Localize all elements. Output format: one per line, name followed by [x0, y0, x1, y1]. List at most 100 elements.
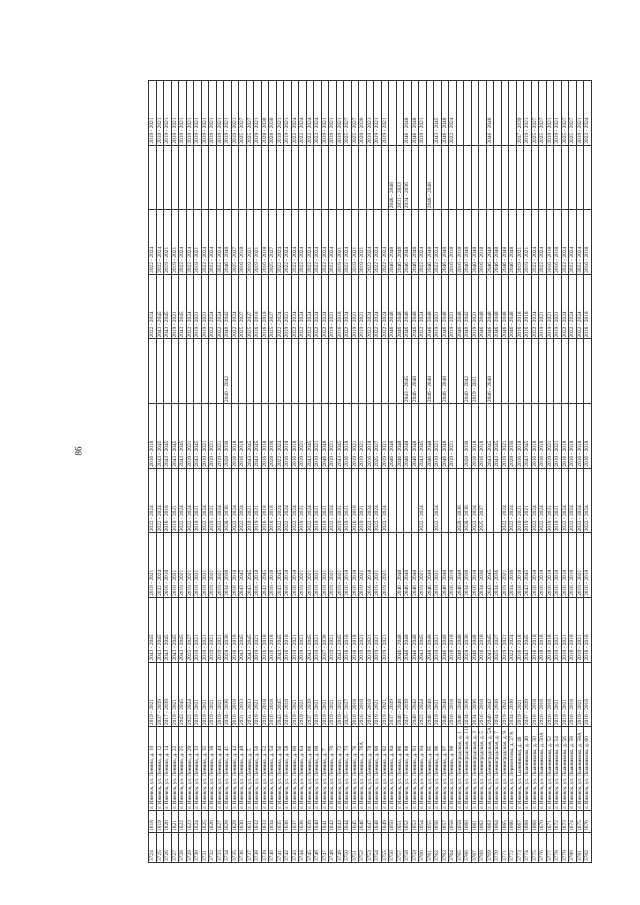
year-range-cell: 2019 - 2021	[381, 662, 389, 727]
row-number-cell: 1667	[516, 810, 524, 833]
year-range-cell: 2019 - 2021	[358, 403, 366, 469]
year-range-cell	[531, 145, 539, 210]
year-range-cell: 2022 - 2024	[501, 468, 509, 533]
year-range-cell: 2046 - 2048	[441, 209, 449, 275]
year-range-cell	[501, 338, 509, 404]
year-range-cell: 2043 - 2045	[171, 403, 179, 469]
year-range-cell: 2016 - 2018	[268, 597, 276, 663]
year-range-cell	[478, 338, 486, 404]
row-id-cell: 3761	[426, 832, 434, 863]
year-range-cell: 2019 - 2021	[193, 209, 201, 275]
year-range-cell: 2019 - 2021	[336, 209, 344, 275]
year-range-cell: 2043 - 2045	[238, 597, 246, 663]
year-range-cell: 2040 - 2042	[463, 274, 471, 339]
address-cell: г. Ижевск, ул. Лыжникова, д. 58А	[576, 726, 584, 811]
year-range-cell	[403, 468, 411, 533]
row-number-cell: 1636	[283, 810, 291, 833]
year-range-cell: 2016 - 2018	[448, 532, 456, 598]
year-range-cell	[373, 338, 381, 404]
address-cell: г. Ижевск, ул. Ленина, д. 10	[148, 726, 156, 811]
year-range-cell	[381, 145, 389, 210]
row-number-cell: 1659	[456, 810, 464, 833]
year-range-cell: 2022 - 2024	[366, 274, 374, 339]
row-id-cell: 3739	[261, 832, 269, 863]
year-range-cell: 2022 - 2024	[291, 274, 299, 339]
year-range-cell: 2028 - 2030	[223, 468, 231, 533]
address-cell: г. Ижевск, ул. Лыжникова, д. 56	[561, 726, 569, 811]
year-range-cell: 2046 - 2048	[426, 403, 434, 469]
year-range-cell: 2019 - 2021	[148, 80, 156, 146]
year-range-cell: 2046 - 2048	[426, 145, 434, 210]
year-range-cell: 2019 - 2021	[373, 597, 381, 663]
year-range-cell	[171, 145, 179, 210]
year-range-cell	[561, 338, 569, 404]
year-range-cell: 2019 - 2021	[216, 662, 224, 727]
row-number-cell: 1623	[186, 810, 194, 833]
row-number-cell: 1638	[298, 810, 306, 833]
year-range-cell: 2016 - 2018	[531, 532, 539, 598]
row-id-cell: 3726	[163, 832, 171, 863]
year-range-cell: 2019 - 2021	[193, 597, 201, 663]
year-range-cell: 2019 - 2021	[291, 662, 299, 727]
year-range-cell: 2016 - 2018	[531, 597, 539, 663]
year-range-cell: 2025 - 2027	[478, 468, 486, 533]
year-range-cell: 2016 - 2018	[336, 274, 344, 339]
year-range-cell: 2046 - 2048	[456, 274, 464, 339]
row-id-cell: 3744	[298, 832, 306, 863]
year-range-cell	[508, 338, 516, 404]
year-range-cell: 2019 - 2021	[576, 597, 584, 663]
year-range-cell: 2046 - 2048	[223, 209, 231, 275]
year-range-cell: 2016 - 2018	[351, 468, 359, 533]
year-range-cell: 2019 - 2021	[313, 597, 321, 663]
year-range-cell: 2019 - 2021	[231, 80, 239, 146]
year-range-cell: 2019 - 2021	[321, 662, 329, 727]
year-range-cell: 2019 - 2021	[448, 403, 456, 469]
row-number-cell: 1619	[156, 810, 164, 833]
year-range-cell: 2022 - 2024	[508, 597, 516, 663]
year-range-cell: 2034 - 2036	[508, 532, 516, 598]
year-range-cell: 2019 - 2021	[336, 662, 344, 727]
year-range-cell: 2046 - 2048	[441, 80, 449, 146]
row-id-cell: 3768	[478, 832, 486, 863]
row-id-cell: 3724	[148, 832, 156, 863]
row-number-cell: 1651	[396, 810, 404, 833]
year-range-cell: 2019 - 2021	[351, 209, 359, 275]
year-range-cell	[186, 338, 194, 404]
year-range-cell: 2046 - 2048	[471, 597, 479, 663]
year-range-cell: 2043 - 2045	[178, 274, 186, 339]
year-range-cell: 2019 - 2021	[253, 209, 261, 275]
address-cell: г. Ижевск, ул. Ленинградская, д. 3	[471, 726, 479, 811]
year-range-cell: 2046 - 2048	[403, 209, 411, 275]
year-range-cell	[156, 145, 164, 210]
year-range-cell	[238, 338, 246, 404]
year-range-cell	[298, 338, 306, 404]
row-number-cell: 1656	[433, 810, 441, 833]
year-range-cell: 2016 - 2018	[478, 662, 486, 727]
address-cell: г. Ижевск, ул. Ленина, д. 84	[388, 726, 396, 811]
row-number-cell: 1631	[246, 810, 254, 833]
year-range-cell	[148, 145, 156, 210]
row-number-cell: 1642	[328, 810, 336, 833]
year-range-cell: 2028 - 2030	[463, 403, 471, 469]
year-range-cell	[441, 468, 449, 533]
year-range-cell	[336, 338, 344, 404]
year-range-cell: 2043 - 2045	[246, 403, 254, 469]
row-id-cell: 3748	[328, 832, 336, 863]
row-number-cell: 1633	[261, 810, 269, 833]
year-range-cell: 2016 - 2018	[583, 532, 591, 598]
row-id-cell: 3750	[343, 832, 351, 863]
year-range-cell: 2022 - 2024	[531, 468, 539, 533]
year-range-cell: 2046 - 2048	[478, 274, 486, 339]
year-range-cell: 2025 - 2027	[343, 662, 351, 727]
row-id-cell: 3742	[283, 832, 291, 863]
row-id-cell: 3738	[253, 832, 261, 863]
year-range-cell	[216, 338, 224, 404]
